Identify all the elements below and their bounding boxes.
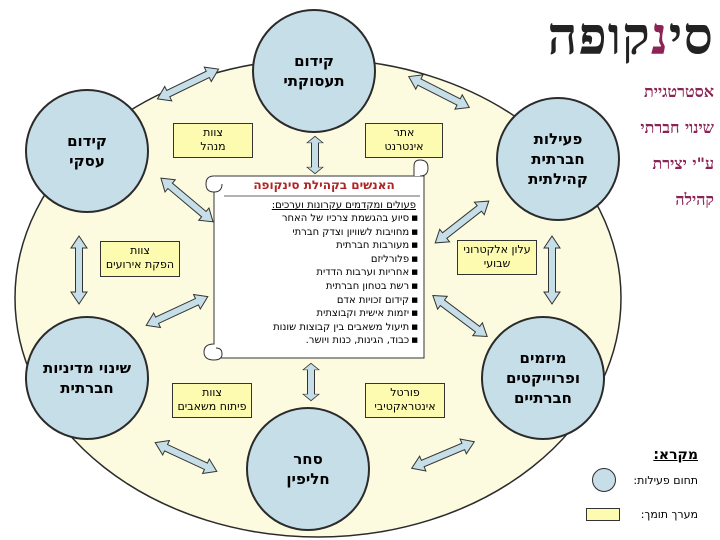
value-item: יזמות אישית וקבוצתית xyxy=(222,307,418,321)
value-item: פלורליזם xyxy=(222,253,418,267)
value-item: מחויבות לשוויון וצדק חברתי xyxy=(222,226,418,240)
tagline-line-2: שינוי חברתי xyxy=(640,118,714,137)
tagline-line-1: אסטרטגיית xyxy=(644,82,714,101)
value-item: סיוע בהגשמת צרכיו של האחר xyxy=(222,212,418,226)
legend-support-system-label: מערך תומך: xyxy=(640,508,698,521)
value-item: קידום זכויות אדם xyxy=(222,294,418,308)
legend-box-swatch xyxy=(586,508,620,521)
value-item: אחריות וערבות הדדית xyxy=(222,266,418,280)
node-community-activity: פעילות חברתית קהילתית xyxy=(496,97,620,221)
node-social-ventures: מיזמים ופרוייקטים חברתיים xyxy=(481,316,605,440)
support-management-team: צוות מנהל xyxy=(173,123,253,158)
value-item: רשת בטחון חברתית xyxy=(222,280,418,294)
support-portal: פורטל אינטראקטיבי xyxy=(365,383,445,418)
node-exchange-trade: סחר חליפין xyxy=(246,407,370,531)
value-item: מעורבות חברתית xyxy=(222,239,418,253)
tagline-line-4: קהילה xyxy=(675,190,714,209)
tagline-line-3: ע"י יצירת xyxy=(652,154,714,173)
scroll-intro: פעולים ומקדמים עקרונות וערכים: xyxy=(271,200,416,211)
legend-circle-swatch xyxy=(592,468,616,492)
support-website: אתר אינטרנט xyxy=(365,123,443,158)
node-business-promotion: קידום עסקי xyxy=(25,89,149,213)
node-social-policy: שינוי מדיניות חברתית xyxy=(25,316,149,440)
sinkopa-logo: סינקופה xyxy=(547,6,714,67)
node-business-advancement: קידום תעסוקתי xyxy=(252,9,376,133)
legend-activity-area-label: תחום פעילות: xyxy=(633,474,698,487)
scroll-title: האנשים בקהילת סינקופה xyxy=(253,178,395,192)
support-resource-team: צוות פיתוח משאבים xyxy=(172,383,252,418)
value-item: כבוד, הגינות, כנות ויושר. xyxy=(222,334,418,348)
value-item: תיעול משאבים בין קבוצות שונות xyxy=(222,321,418,335)
support-events-team: צוות הפקת אירועים xyxy=(100,241,180,277)
support-newsletter: עלון אלקטרוני שבועי xyxy=(457,240,537,275)
values-list: סיוע בהגשמת צרכיו של האחר מחויבות לשוויו… xyxy=(222,212,418,348)
legend-title: מקרא: xyxy=(653,447,698,463)
